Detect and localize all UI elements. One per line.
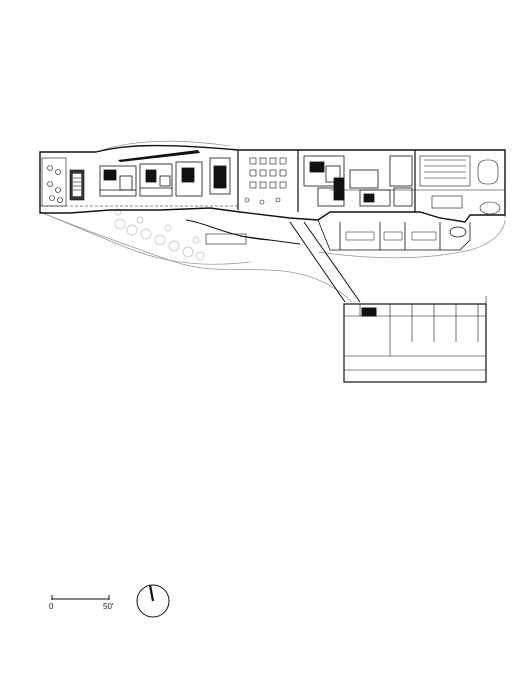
skylight-band: [118, 150, 200, 162]
site-boundary: [39, 140, 506, 303]
east-classroom: [419, 155, 501, 215]
west-lounge: [41, 157, 85, 207]
scale-start-label: 0: [49, 602, 54, 611]
entry-ramp: [185, 219, 361, 303]
entry-canopy: [205, 233, 247, 245]
scale-bar: [51, 595, 110, 600]
scale-end-label: 50': [103, 602, 114, 611]
service-core: [303, 155, 413, 207]
south-wing: [317, 219, 471, 251]
parking-structure: [343, 296, 487, 383]
reading-room-tables: [244, 157, 287, 205]
north-arrow-icon: [136, 584, 170, 618]
landscape-trees: [114, 208, 205, 261]
main-building: [39, 144, 506, 223]
office-cluster: [99, 157, 231, 197]
